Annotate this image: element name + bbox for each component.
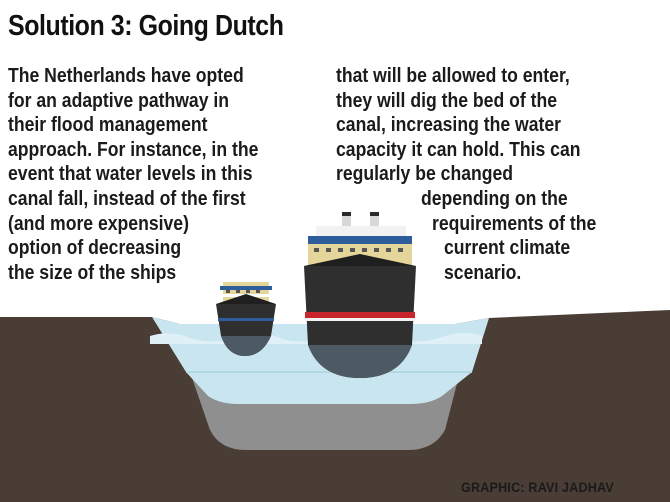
left-text-line: option of decreasing [8, 237, 182, 260]
right-text-line: that will be allowed to enter, [336, 65, 570, 87]
left-text-line: The Netherlands have opted [8, 65, 244, 87]
left-text-line: approach. For instance, in the [8, 138, 259, 161]
left-text-line: for an adaptive pathway in [8, 89, 230, 112]
small-ship [216, 282, 276, 356]
left-text-line: their flood management [8, 114, 208, 137]
graphic-credit: GRAPHIC: RAVI JADHAV [461, 479, 614, 495]
right-text-line: scenario. [444, 261, 522, 284]
large-ship [304, 212, 416, 378]
right-text-line: canal, increasing the water [336, 114, 561, 137]
right-text-line: capacity it can hold. This can [336, 138, 581, 161]
right-text-line: depending on the [421, 188, 568, 210]
right-text-line: requirements of the [432, 212, 597, 235]
right-text-line: they will dig the bed of the [336, 89, 557, 112]
left-text-line: canal fall, instead of the first [8, 187, 246, 210]
page-title: Solution 3: Going Dutch [8, 10, 284, 42]
left-text-line: event that water levels in this [8, 163, 253, 186]
right-text-line: current climate [444, 237, 571, 260]
left-text-line: (and more expensive) [8, 212, 189, 235]
left-text-column: The Netherlands have opted for an adapti… [8, 64, 293, 285]
right-text-line: regularly be changed [336, 163, 514, 186]
left-text-line: the size of the ships [8, 261, 177, 284]
